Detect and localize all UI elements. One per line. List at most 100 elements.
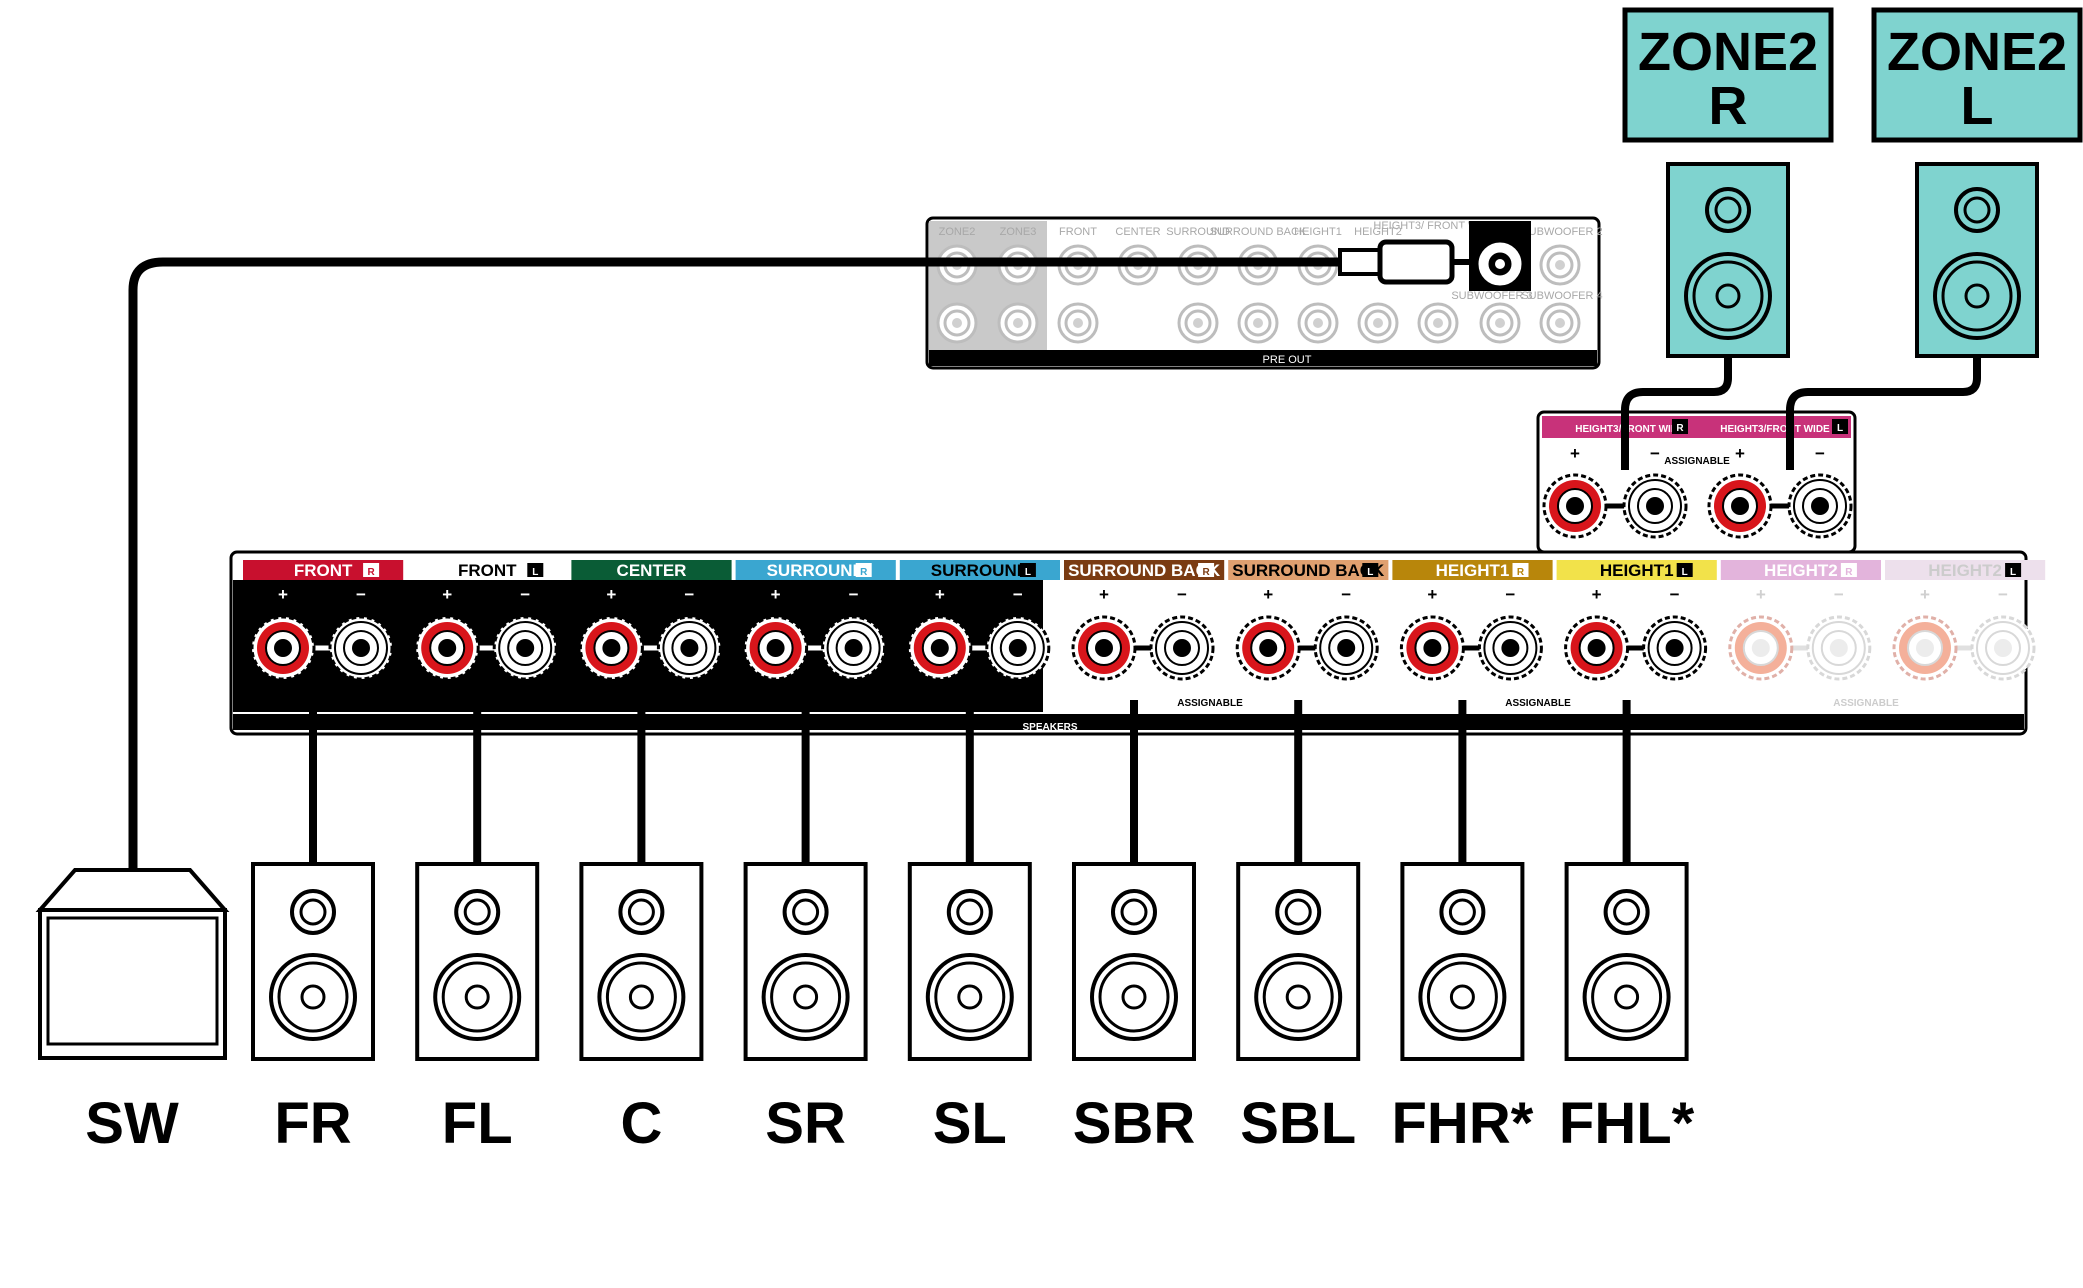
side-badge [1512, 563, 1529, 577]
speaker-icon [1236, 862, 1361, 1061]
rca-plug [1338, 239, 1476, 285]
negative-terminal-icon [1642, 615, 1708, 681]
subwoofer1-jack-icon [1478, 242, 1522, 286]
side-badge [1198, 563, 1215, 577]
plus-sign: + [1735, 444, 1745, 463]
side-badge-label: L [532, 567, 538, 578]
preout-label: SUBWOOFER 2 [1521, 226, 1602, 238]
preout-jack-icon [1417, 302, 1459, 344]
speaker-icon [251, 862, 375, 1061]
side-badge-label: L [1025, 567, 1031, 578]
negative-terminal-icon [1313, 615, 1379, 681]
preout-jack-icon [997, 302, 1039, 344]
speaker-label: C [620, 1091, 662, 1156]
speaker-label: SR [765, 1091, 846, 1156]
speaker-label: FHR* [1392, 1091, 1534, 1156]
plus-sign: + [1592, 585, 1602, 604]
side-badge-label: L [1682, 567, 1688, 578]
preout-jack-icon [1177, 302, 1219, 344]
preout-jack-icon [1357, 302, 1399, 344]
side-badge-label: R [1517, 567, 1525, 578]
preout-jack-icon [1297, 302, 1339, 344]
subwoofer-cable [128, 257, 1355, 870]
speaker-label-sw: SW [85, 1091, 179, 1156]
plus-sign: + [1263, 585, 1273, 604]
plus-sign: + [442, 585, 452, 604]
speaker-icon [415, 862, 540, 1061]
terminal-label: FRONT [294, 561, 353, 580]
plus-sign: + [606, 585, 616, 604]
preout-jack-icon [936, 302, 978, 344]
positive-terminal-icon [1235, 615, 1301, 681]
terminal-label: HEIGHT1 [1600, 561, 1674, 580]
zone-label-line1: ZONE2 [1638, 22, 1818, 82]
side-badge [1832, 419, 1848, 434]
terminal-group: HEIGHT1 R [1392, 560, 1553, 580]
side-badge [1676, 563, 1693, 577]
minus-sign: − [1998, 585, 2008, 604]
side-badge-label: R [1676, 423, 1684, 434]
negative-terminal-icon [656, 615, 722, 681]
negative-terminal-icon [1806, 615, 1872, 681]
subwoofer-icon [35, 868, 230, 1060]
assignable-label-3: ASSIGNABLE [1833, 698, 1899, 709]
terminal-header [1064, 560, 1225, 580]
terminal-label: SURROUND BACK [1068, 561, 1221, 580]
speaker-label: SBR [1073, 1091, 1195, 1156]
speaker-label: SL [933, 1091, 1007, 1156]
preout-jack-icon [1057, 302, 1099, 344]
plus-sign: + [1756, 585, 1766, 604]
speaker-icon [1564, 862, 1689, 1061]
negative-terminal-icon [1149, 615, 1215, 681]
positive-terminal-icon [1542, 473, 1608, 539]
preout-label: ZONE2 [939, 226, 976, 238]
preout-label: HEIGHT3/ FRONT WIDE [1373, 220, 1496, 232]
zone-label-line2: L [1961, 76, 1994, 136]
negative-terminal-icon [492, 615, 558, 681]
preout-label: SUBWOOFER 4 [1521, 290, 1602, 302]
negative-terminal-icon [821, 615, 887, 681]
speaker-icon [907, 862, 1032, 1061]
terminal-group: CENTER [571, 560, 732, 580]
terminal-label: HEIGHT1 [1436, 561, 1510, 580]
speaker-icon [1400, 862, 1525, 1061]
side-badge [1362, 563, 1379, 577]
plus-sign: + [771, 585, 781, 604]
positive-terminal-icon [414, 615, 480, 681]
side-badge [855, 563, 872, 577]
minus-sign: − [1815, 444, 1825, 463]
zone-label-line2: R [1709, 76, 1748, 136]
terminal-label: SURROUND [931, 561, 1029, 580]
speaker-icon [1915, 162, 2039, 358]
speaker-label: SBL [1240, 1091, 1356, 1156]
side-badge-label: L [2010, 567, 2016, 578]
speaker-icon [579, 862, 704, 1061]
plus-sign: + [1920, 585, 1930, 604]
negative-terminal-icon [1477, 615, 1543, 681]
positive-terminal-icon [1728, 615, 1794, 681]
positive-terminal-icon [907, 615, 973, 681]
terminal-label: FRONT [458, 561, 517, 580]
minus-sign: − [356, 585, 366, 604]
minus-sign: − [1670, 585, 1680, 604]
speaker-icon [743, 862, 868, 1061]
zone-box [1622, 7, 1834, 143]
speaker-icon [1072, 862, 1196, 1061]
side-badge [527, 563, 544, 577]
preout-label: SUBWOOFER 3 [1451, 290, 1532, 302]
terminal-group: FRONT L [407, 560, 568, 580]
terminal-label: CENTER [617, 561, 687, 580]
negative-terminal-icon [985, 615, 1051, 681]
preout-label: ZONE3 [1000, 226, 1037, 238]
zone-cable [1786, 356, 1981, 470]
side-badge-label: R [1202, 567, 1210, 578]
negative-terminal-icon [1622, 473, 1688, 539]
